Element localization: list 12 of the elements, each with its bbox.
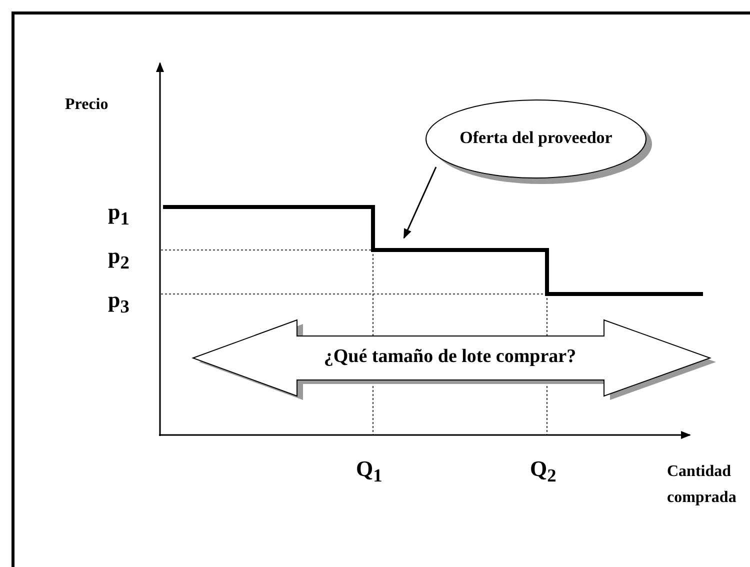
price-label: p$_{1}$ — [108, 198, 130, 230]
price-label: p$_{3}$ — [108, 286, 130, 318]
callout-ellipse — [424, 98, 654, 186]
quantity-label: Q$_{1}$ — [356, 455, 382, 488]
price-step-line — [163, 205, 703, 296]
leader-arrow — [403, 166, 437, 239]
arrow-text: ¿Qué tamaño de lote comprar? — [322, 346, 578, 368]
price-label: p$_{2}$ — [108, 242, 130, 274]
callout-text: Oferta del proveedor — [458, 128, 614, 148]
axis-title: Precio — [65, 95, 108, 115]
quantity-label: Q$_{2}$ — [530, 455, 556, 488]
axis-title: Cantidad comprada — [667, 462, 738, 508]
